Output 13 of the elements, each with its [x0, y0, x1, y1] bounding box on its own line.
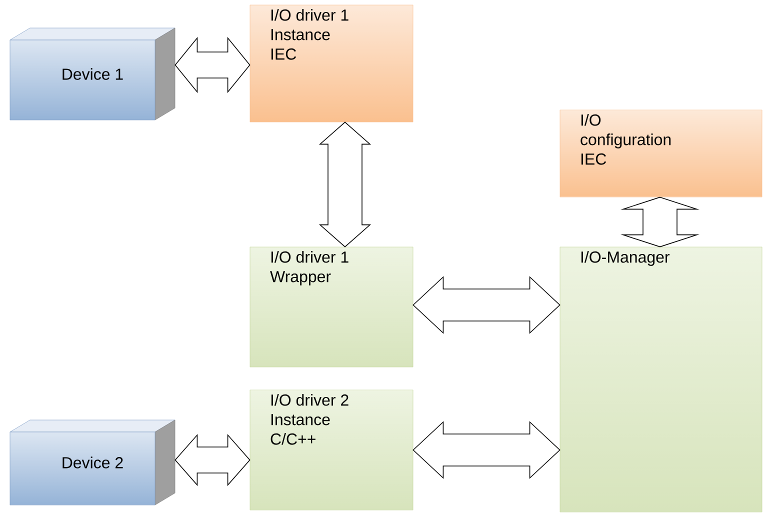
device-block: Device 1 [10, 28, 176, 120]
device-block: Device 2 [10, 420, 176, 506]
block-arrow [620, 196, 700, 248]
block-arrow [412, 421, 560, 479]
module-box: I/O driver 1 Wrapper [250, 246, 414, 368]
io-driver-box: I/O driver 1 Instance IEC [250, 4, 414, 122]
block-arrow [412, 276, 560, 334]
module-box: I/O driver 2 Instance C/C++ [250, 390, 414, 510]
block-arrow [174, 434, 250, 486]
block-arrow [174, 36, 250, 94]
io-driver-box: I/O configuration IEC [560, 110, 762, 198]
module-box: I/O-Manager [560, 246, 762, 512]
block-arrow [318, 122, 372, 248]
